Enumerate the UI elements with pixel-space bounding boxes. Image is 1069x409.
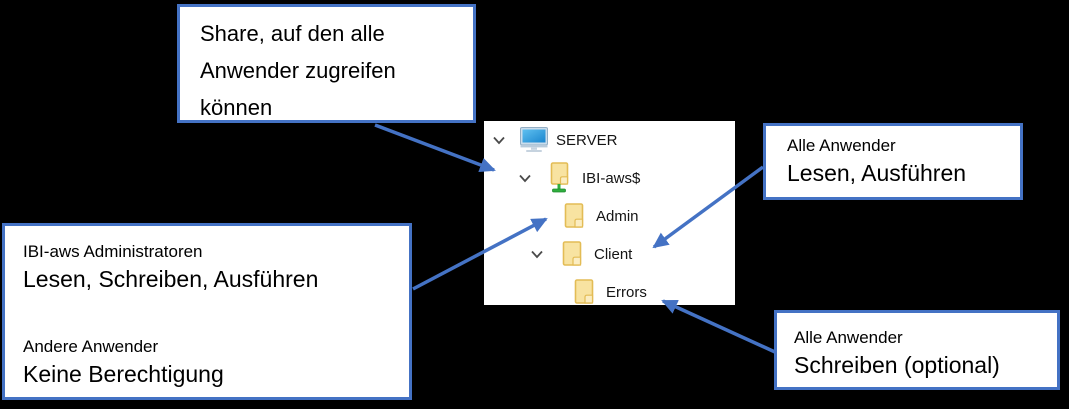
folder-icon (560, 200, 588, 232)
other-users-title: Andere Anwender (23, 337, 159, 356)
admin-group-permissions: Lesen, Schreiben, Ausführen (23, 266, 319, 292)
tree-item-label: SERVER (556, 131, 618, 149)
client-group-title: Alle Anwender (787, 136, 896, 155)
tree-item-admin[interactable]: Admin (560, 197, 735, 235)
callout-client-permissions: Alle Anwender Lesen, Ausführen (763, 123, 1023, 200)
client-group-permissions: Lesen, Ausführen (787, 160, 967, 186)
tree-item-label: Errors (606, 283, 647, 301)
other-users-permissions: Keine Berechtigung (23, 361, 224, 387)
tree-item-label: Admin (596, 207, 639, 225)
tree-item-server[interactable]: SERVER (492, 121, 735, 159)
callout-share-note: Share, auf den alle Anwender zugreifen k… (177, 4, 476, 123)
chevron-down-icon[interactable] (530, 247, 544, 261)
errors-group-title: Alle Anwender (794, 328, 903, 347)
tree-item-label: IBI-aws$ (582, 169, 641, 187)
arrow-errors-callout-to-errors-folder (661, 299, 776, 354)
arrow-share-to-ibiaws (374, 123, 496, 173)
callout-errors-permissions: Alle Anwender Schreiben (optional) (774, 310, 1060, 390)
shared-folder-icon (546, 162, 574, 194)
admin-group-title: IBI-aws Administratoren (23, 242, 203, 261)
tree-item-ibi-aws-share[interactable]: IBI-aws$ (518, 159, 735, 197)
explorer-tree-panel: SERVER IBI-aws$ (484, 121, 735, 305)
errors-group-permissions: Schreiben (optional) (794, 352, 1000, 378)
folder-icon (570, 276, 598, 305)
tree-item-label: Client (594, 245, 633, 263)
chevron-down-icon[interactable] (492, 133, 506, 147)
tree-item-errors[interactable]: Errors (570, 273, 735, 305)
folder-icon (558, 238, 586, 270)
callout-share-text: Share, auf den alle Anwender zugreifen k… (200, 21, 396, 120)
chevron-down-icon[interactable] (518, 171, 532, 185)
computer-icon (520, 124, 548, 156)
callout-admin-permissions: IBI-aws Administratoren Lesen, Schreiben… (2, 223, 412, 400)
tree-item-client[interactable]: Client (530, 235, 735, 273)
